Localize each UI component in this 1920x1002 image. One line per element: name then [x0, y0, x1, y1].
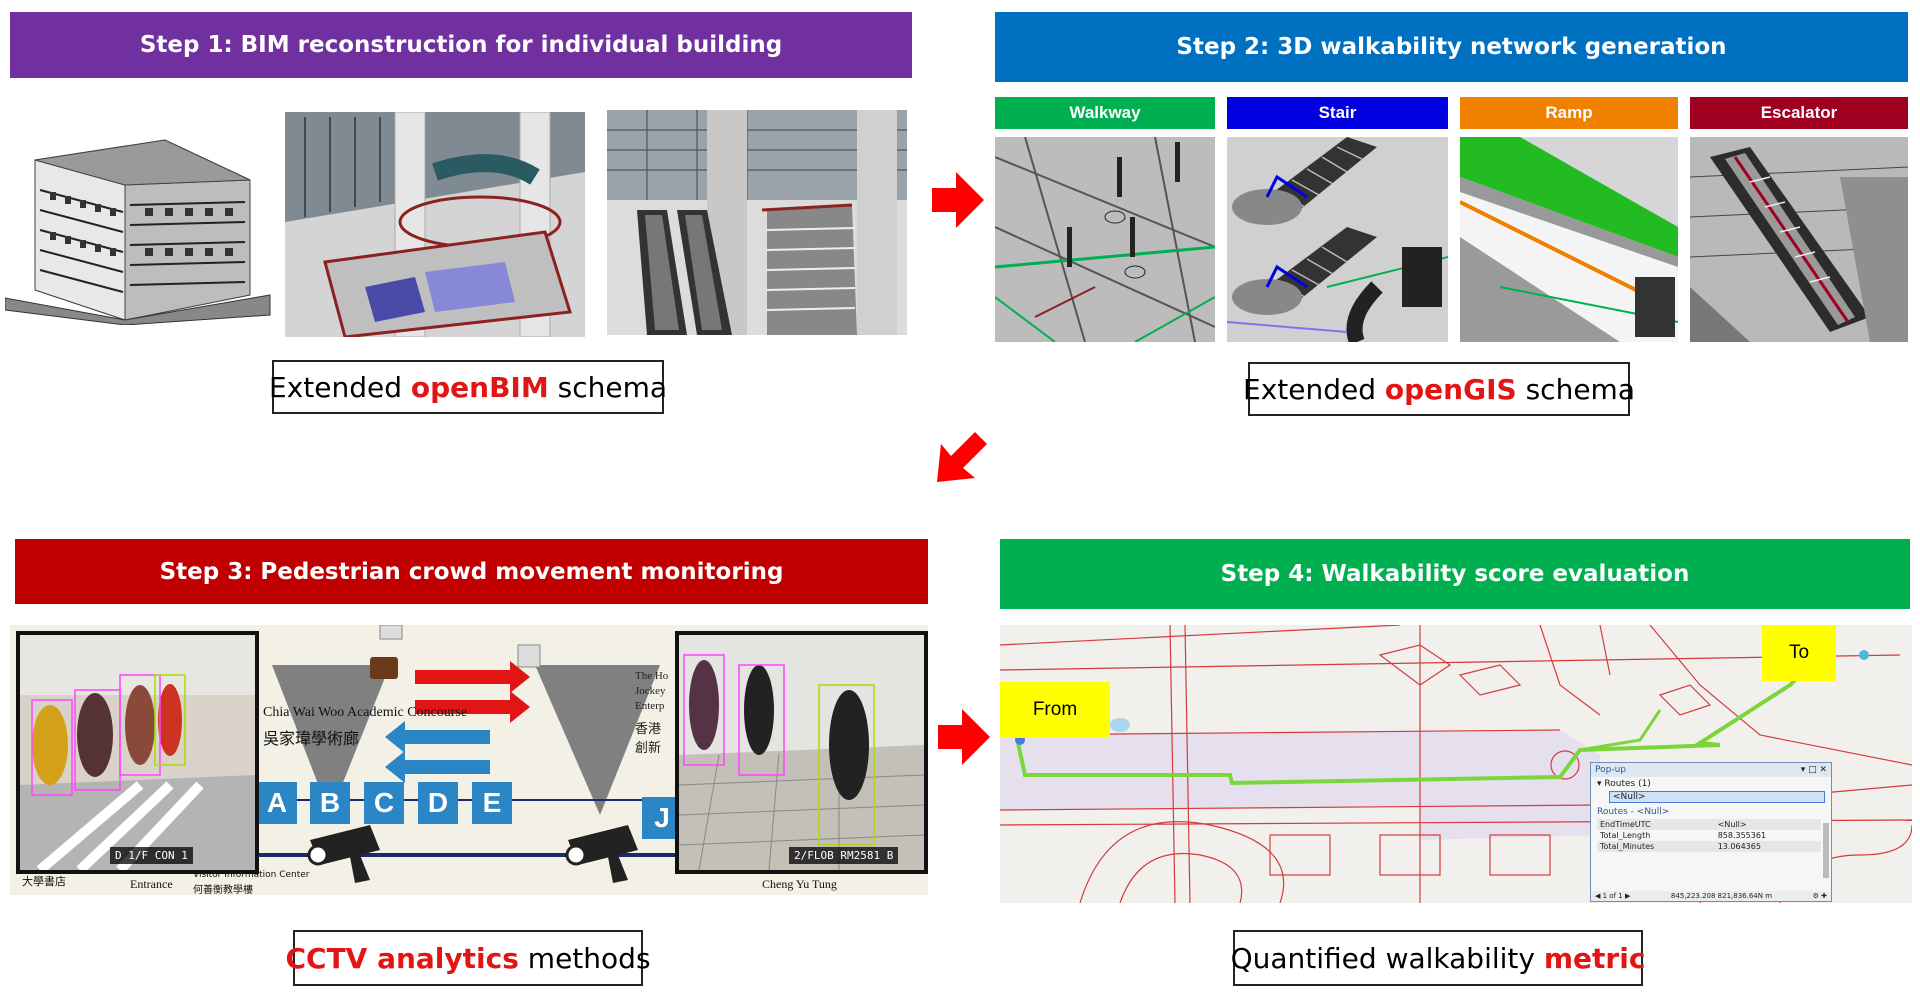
right-sign-line3: Enterp: [635, 700, 665, 712]
caption-prefix: Quantified walkability: [1230, 941, 1544, 975]
ramp-label: Ramp: [1460, 97, 1678, 129]
building-cn-label: 何善衡教學樓: [193, 885, 253, 895]
route-popup[interactable]: Pop-up ▾ □ ✕ ▾ Routes (1) <Null> Routes …: [1590, 762, 1832, 902]
right-sign-line2: Jockey: [635, 685, 666, 697]
attr-value: 13.064365: [1717, 842, 1761, 851]
stair-network-image: [1227, 137, 1448, 342]
caption-highlight: openGIS: [1384, 372, 1517, 406]
walkability-metric-caption: Quantified walkability metric: [1230, 930, 1646, 986]
popup-null-item[interactable]: <Null>: [1609, 791, 1825, 803]
opengis-caption: Extended openGIS schema: [1243, 362, 1635, 416]
attr-key: Total_Length: [1600, 831, 1651, 840]
escalator-network-image: [1690, 137, 1908, 342]
route-origin-label: From: [1000, 682, 1110, 738]
concourse-sign: Chia Wai Woo Academic Concourse: [263, 705, 468, 720]
right-sign-line1: The Ho: [635, 670, 669, 682]
caption-highlight: openBIM: [410, 370, 549, 404]
right-sign-cn2: 創新: [635, 741, 662, 756]
table-row: Total_Minutes 13.064365: [1597, 841, 1821, 852]
cctv-camera-icon: [565, 825, 638, 883]
caption-highlight: metric: [1543, 941, 1646, 975]
bim-interior-escalator: [607, 110, 907, 335]
cctv-feed-label: 2/FLOB RM2581 B: [789, 847, 899, 864]
attr-key: Total_Minutes: [1600, 842, 1655, 851]
attr-value: <Null>: [1717, 820, 1747, 829]
caption-suffix: schema: [548, 370, 668, 404]
arrow-right-icon: [938, 709, 990, 765]
entrance-label: Entrance: [130, 877, 173, 891]
caption-prefix: Extended: [1243, 372, 1385, 406]
walkway-label: Walkway: [995, 97, 1215, 129]
concourse-sign-cn: 吳家瑋學術廊: [263, 729, 360, 748]
right-sign-cn1: 香港: [635, 722, 662, 737]
cctv-feed-right: 2/FLOB RM2581 B: [675, 631, 928, 874]
cctv-feed-label: D 1/F CON 1: [110, 847, 193, 864]
cheng-yu-tung-label: Cheng Yu Tung: [762, 877, 837, 891]
zone-marker-d: D: [418, 782, 458, 824]
cctv-analytics-caption: CCTV analytics methods: [285, 930, 651, 986]
caption-prefix: Extended: [269, 370, 411, 404]
popup-routes-node[interactable]: ▾ Routes (1): [1597, 779, 1651, 789]
zone-marker-b: B: [310, 782, 350, 824]
zone-marker-c: C: [364, 782, 404, 824]
walkability-route-map: ​ From To Pop-up ▾ □ ✕ ▾ Routes (1) <Nul…: [1000, 625, 1912, 903]
bookstore-label: 大學書店: [22, 875, 66, 888]
zone-marker-a: A: [257, 782, 297, 824]
popup-footer-tools-icon[interactable]: ⚙ ✚: [1812, 892, 1827, 900]
zone-marker-e: E: [472, 782, 512, 824]
walkway-network-image: [995, 137, 1215, 342]
attr-value: 858.355361: [1717, 831, 1767, 840]
popup-page-text: 1 of 1: [1602, 892, 1623, 900]
cctv-feed-left: D 1/F CON 1: [16, 631, 259, 874]
visitor-center-label: Visitor Information Center: [193, 870, 310, 880]
popup-routes-label: Routes (1): [1604, 779, 1651, 789]
step2-header: Step 2: 3D walkability network generatio…: [995, 12, 1908, 82]
popup-coordinates: 845,223.208 821,836.64N m: [1670, 892, 1773, 900]
step1-header: Step 1: BIM reconstruction for individua…: [10, 12, 912, 78]
arrow-down-left-icon: [937, 432, 987, 482]
caption-suffix: schema: [1516, 372, 1635, 406]
table-row: EndTimeUTC <Null>: [1597, 819, 1821, 830]
bim-interior-atrium: [285, 112, 585, 337]
caption-highlight: CCTV analytics: [285, 941, 519, 975]
bim-building-model: [5, 139, 271, 325]
popup-footer: ◀ 1 of 1 ▶ 845,223.208 821,836.64N m ⚙ ✚: [1591, 891, 1831, 901]
popup-section-title: Routes - <Null>: [1597, 807, 1670, 817]
popup-titlebar: Pop-up ▾ □ ✕: [1591, 763, 1831, 777]
step3-header: Step 3: Pedestrian crowd movement monito…: [15, 539, 928, 604]
popup-window-controls-icon[interactable]: ▾ □ ✕: [1800, 765, 1827, 775]
arrow-right-icon: [932, 172, 984, 228]
attr-key: EndTimeUTC: [1600, 820, 1651, 829]
cctv-composite: A B C D E J Chia Wai Woo Academic Concou…: [10, 625, 928, 895]
ramp-network-image: [1460, 137, 1678, 342]
popup-title: Pop-up: [1595, 765, 1626, 775]
openbim-caption: Extended openBIM schema: [269, 360, 668, 414]
popup-page-indicator[interactable]: ◀ 1 of 1 ▶: [1595, 892, 1631, 900]
cctv-camera-icon: [307, 825, 380, 883]
caption-suffix: methods: [518, 941, 651, 975]
popup-scrollbar[interactable]: [1823, 823, 1829, 878]
escalator-label: Escalator: [1690, 97, 1908, 129]
stair-label: Stair: [1227, 97, 1448, 129]
step4-header: Step 4: Walkability score evaluation: [1000, 539, 1910, 609]
table-row: Total_Length 858.355361: [1597, 830, 1821, 841]
route-destination-label: To: [1762, 625, 1836, 681]
